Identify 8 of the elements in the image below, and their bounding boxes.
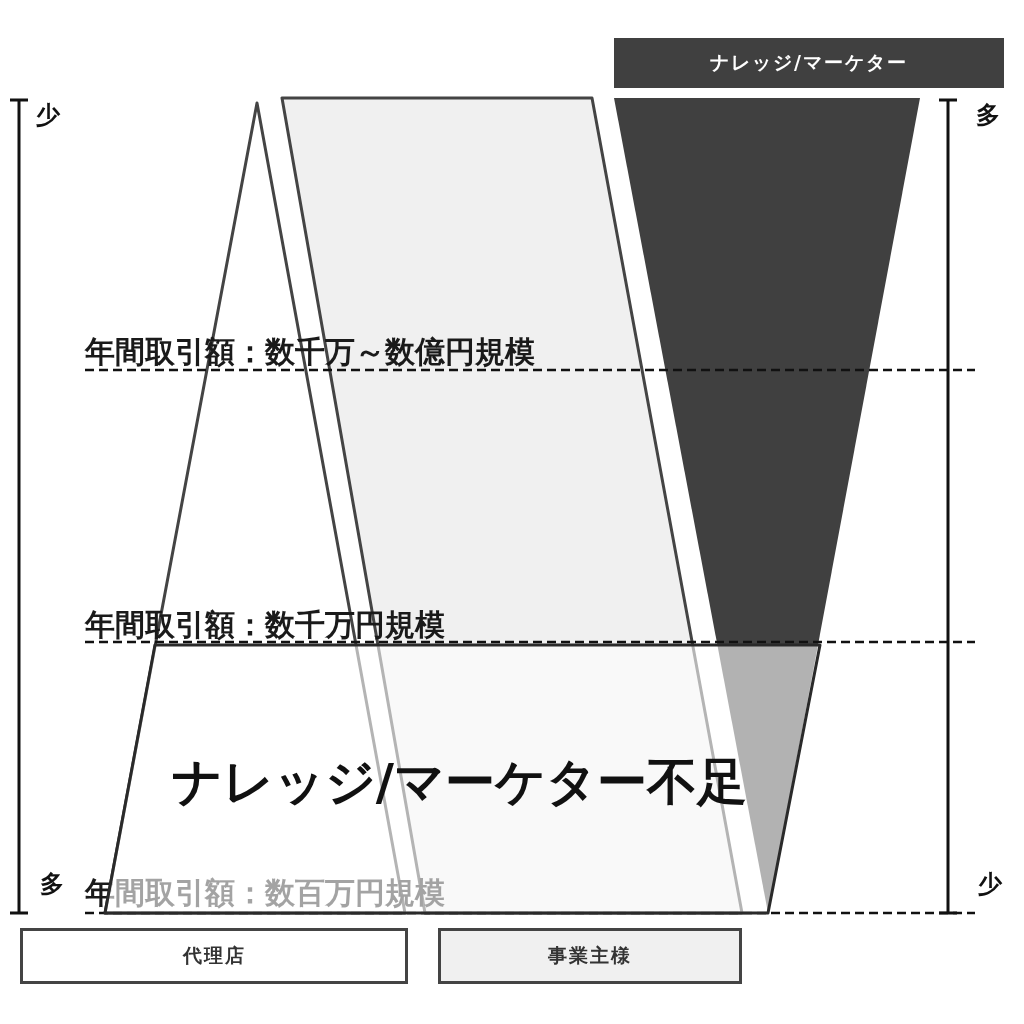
scale-label: 少 — [978, 872, 1002, 896]
scale-label: 多 — [40, 872, 64, 896]
band-heading: ナレッジ/マーケター不足 — [171, 757, 748, 807]
header-bar: ナレッジ/マーケター — [614, 38, 1004, 88]
label-box: 事業主様 — [438, 928, 742, 984]
label-box: 代理店 — [20, 928, 408, 984]
scale-label: 多 — [976, 103, 1000, 127]
scale-label: 少 — [36, 103, 60, 127]
